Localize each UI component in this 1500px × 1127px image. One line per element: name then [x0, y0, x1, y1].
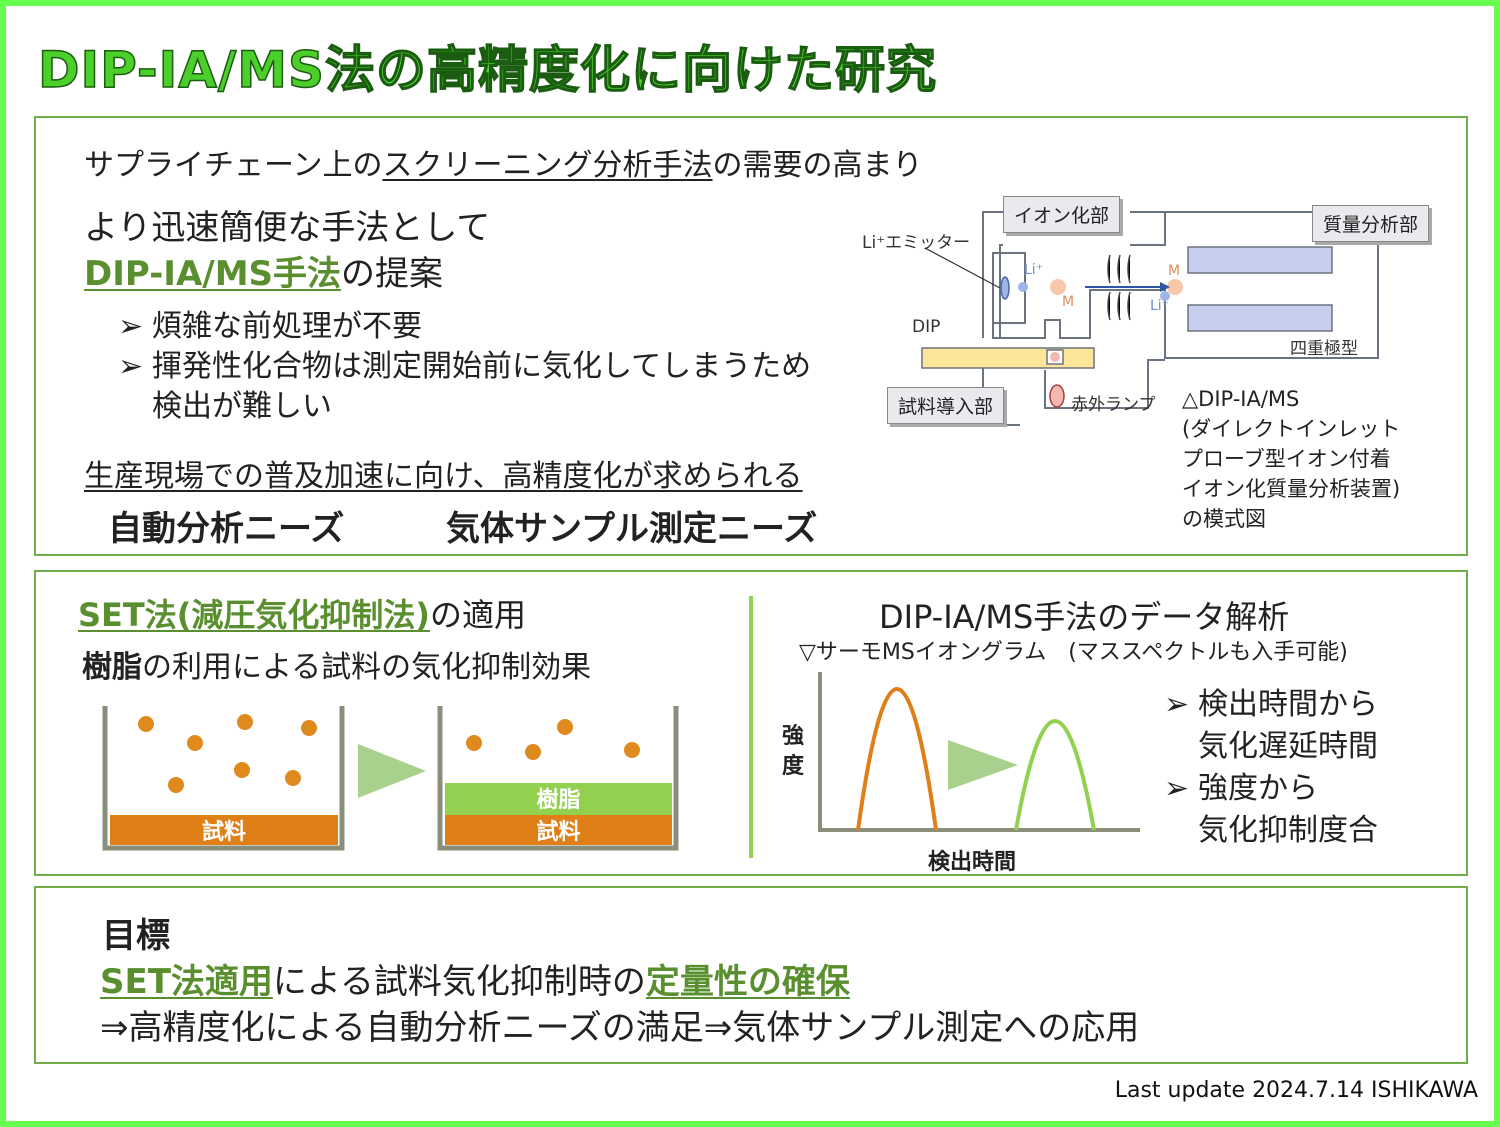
- demand-post: の需要の高まり: [712, 148, 923, 183]
- caption-line: (ダイレクトインレット: [1182, 417, 1401, 441]
- quadrupole-label: 四重極型: [1290, 339, 1358, 359]
- caption-line: の模式図: [1182, 507, 1266, 531]
- ion-lens-icon: [1107, 254, 1131, 321]
- goal-line: SET法適用による試料気化抑制時の定量性の確保: [100, 954, 850, 1003]
- emitter-pointer: [924, 247, 1001, 289]
- method-name: DIP-IA/MS手法: [84, 254, 342, 294]
- arrow-bullet-icon: ➢: [118, 309, 144, 344]
- last-update: Last update 2024.7.14 ISHIKAWA: [1114, 1078, 1478, 1103]
- point-text: 気化抑制度合: [1198, 813, 1378, 848]
- li-ion-dot: [1018, 282, 1028, 292]
- bullet-continuation: 検出が難しい: [152, 389, 332, 424]
- caption-line: イオン化質量分析装置): [1182, 477, 1401, 501]
- m-label: M: [1168, 263, 1181, 279]
- set-heading: SET法(減圧気化抑制法)の適用: [78, 590, 526, 636]
- point-item: ➢強度から: [1164, 768, 1378, 810]
- transition-arrow-icon: [358, 744, 426, 798]
- quadrupole-rod-lower: [1187, 304, 1333, 332]
- m-molecule-dot: [1167, 279, 1183, 295]
- beaker-left: [102, 706, 345, 851]
- bullet-text: 煩雑な前処理が不要: [152, 309, 422, 344]
- goal-heading: 目標: [102, 916, 170, 956]
- sample-layer: [110, 815, 338, 845]
- demand-underlined: スクリーニング分析手法: [382, 148, 713, 183]
- demand-line: サプライチェーン上のスクリーニング分析手法の需要の高まり: [84, 140, 923, 184]
- point-text: 気化遅延時間: [1198, 729, 1378, 764]
- tag-mass-analyzer: 質量分析部: [1312, 205, 1430, 242]
- analysis-points: ➢検出時間から 気化遅延時間 ➢強度から 気化抑制度合: [1164, 684, 1378, 852]
- proposal-intro: より迅速簡便な手法として: [84, 208, 491, 248]
- tag-ionization: イオン化部: [1003, 196, 1121, 233]
- proposal-post: の提案: [341, 254, 444, 294]
- resin-layer: [445, 783, 672, 815]
- ir-lamp-icon: [1049, 384, 1065, 408]
- beaker-right: [437, 706, 679, 851]
- caption-line: プローブ型イオン付着: [1182, 447, 1391, 471]
- page-title: DIP-IA/MS法の高精度化に向けた研究: [37, 40, 937, 100]
- arrow-head-icon: [1160, 282, 1170, 292]
- resin-label: 樹脂: [536, 788, 581, 813]
- bullet-item: ➢煩雑な前処理が不要: [118, 301, 422, 345]
- bullet-item: ➢揮発性化合物は測定開始前に気化してしまうため: [118, 341, 811, 385]
- goal-middle: による試料気化抑制時の: [272, 962, 646, 1002]
- goal-panel: 目標 SET法適用による試料気化抑制時の定量性の確保 ⇒高精度化による自動分析ニ…: [34, 886, 1468, 1064]
- li-label: Li⁺: [1150, 298, 1170, 314]
- panel-divider: [749, 596, 753, 858]
- vapor-particles: [466, 719, 640, 760]
- li-label: Li⁺: [1024, 262, 1044, 278]
- m-molecule-dot: [1050, 279, 1066, 295]
- m-label: M: [1062, 294, 1075, 310]
- resin-word: 樹脂: [82, 650, 142, 685]
- quantitative-assurance: 定量性の確保: [645, 962, 850, 1002]
- peak-without-set: [856, 687, 938, 831]
- x-axis-label: 検出時間: [928, 850, 1017, 875]
- background-panel: サプライチェーン上のスクリーニング分析手法の需要の高まり より迅速簡便な手法とし…: [34, 116, 1468, 556]
- arrow-bullet-icon: ➢: [1164, 687, 1190, 722]
- chart-axes: [818, 672, 1140, 832]
- point-text: 強度から: [1198, 771, 1318, 806]
- set-application: SET法適用: [100, 962, 273, 1002]
- set-method-name: SET法(減圧気化抑制法): [78, 596, 430, 634]
- sample-label: 試料: [201, 820, 246, 845]
- peak-with-set: [1014, 719, 1096, 831]
- resin-effect-text: の利用による試料の気化抑制効果: [142, 650, 592, 685]
- sample-dot: [1050, 352, 1060, 362]
- point-text: 検出時間から: [1198, 687, 1378, 722]
- resin-effect-line: 樹脂の利用による試料の気化抑制効果: [82, 642, 591, 686]
- sample-label: 試料: [536, 820, 581, 845]
- y-axis-label: 強度: [782, 724, 805, 779]
- demand-pre: サプライチェーン上の: [84, 148, 383, 183]
- quadrupole-rod-upper: [1187, 246, 1333, 274]
- proposal-line: DIP-IA/MS手法の提案: [84, 246, 443, 295]
- arrow-bullet-icon: ➢: [1164, 771, 1190, 806]
- analysis-title: DIP-IA/MS手法のデータ解析: [879, 598, 1290, 636]
- li-emitter: [1000, 276, 1010, 300]
- sample-layer: [445, 815, 672, 845]
- need-automation: 自動分析ニーズ: [108, 509, 345, 549]
- point-item: ➢検出時間から: [1164, 684, 1378, 726]
- goal-outcome: ⇒高精度化による自動分析ニーズの満足⇒気体サンプル測定への応用: [100, 1008, 1140, 1048]
- li-ion-dot: [1160, 291, 1170, 301]
- arrow-bullet-icon: ➢: [118, 349, 144, 384]
- ir-lamp-label: 赤外ランプ: [1071, 395, 1156, 415]
- shift-arrow-icon: [948, 740, 1018, 790]
- vapor-particles: [138, 714, 317, 793]
- caption-line: △DIP-IA/MS: [1182, 387, 1300, 411]
- requirement-line: 生産現場での普及加速に向け、高精度化が求められる: [84, 459, 803, 494]
- set-heading-post: の適用: [430, 596, 527, 634]
- dip-label: DIP: [912, 317, 941, 337]
- emitter-label: Li⁺エミッター: [862, 233, 971, 253]
- bullet-text: 揮発性化合物は測定開始前に気化してしまうため: [152, 349, 812, 384]
- analysis-subtitle: ▽サーモMSイオングラム (マススペクトルも入手可能): [799, 640, 1348, 665]
- need-gas-sample: 気体サンプル測定ニーズ: [446, 509, 818, 549]
- diagram-caption: △DIP-IA/MS (ダイレクトインレット プローブ型イオン付着 イオン化質量…: [1182, 384, 1400, 534]
- tag-sample-inlet: 試料導入部: [887, 387, 1005, 424]
